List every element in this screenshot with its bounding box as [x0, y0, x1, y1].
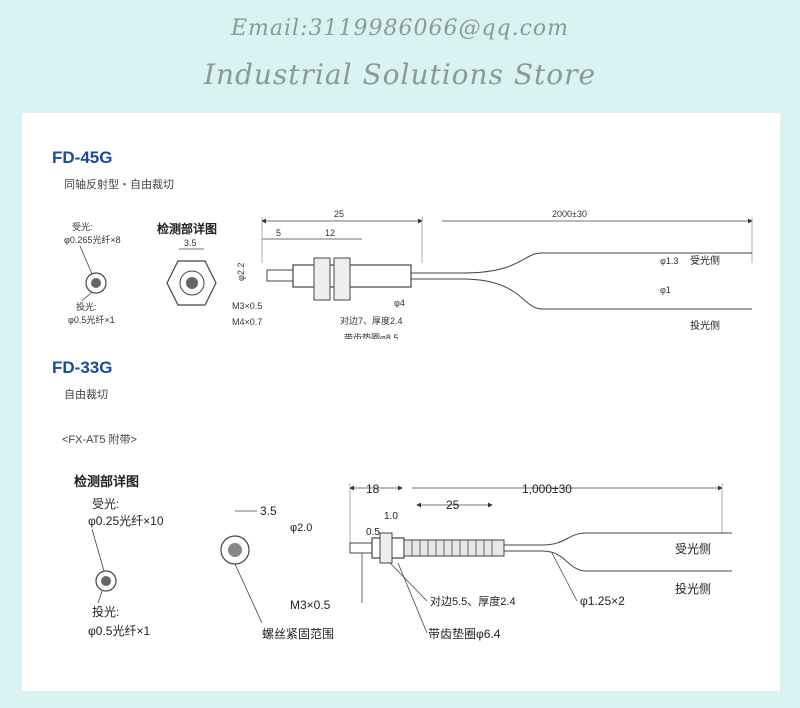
fd45g-dim-5: 5 — [276, 228, 281, 238]
fd45g-dim-phi1: φ1 — [660, 285, 671, 295]
fd33g-dim-phi2: φ2.0 — [290, 522, 312, 534]
fd33g-dim-m3: M3×0.5 — [290, 598, 331, 612]
fd33g-tip — [349, 542, 373, 554]
fd33g-dim-3-5: 3.5 — [260, 504, 277, 518]
fd45g-dim-washer: 带齿垫圈φ8.5 — [344, 332, 398, 343]
fd33g-dim-nut: 对边5.5、厚度2.4 — [430, 594, 516, 608]
fd45g-dim-2000: 2000±30 — [552, 209, 587, 219]
fd45g-dim-25: 25 — [334, 209, 344, 219]
fd45g-dim-nut: 对边7、厚度2.4 — [340, 315, 403, 326]
fd33g-dim-18: 18 — [366, 482, 380, 496]
fd45g-face-inner — [91, 278, 101, 288]
fd45g-nut-1 — [313, 257, 331, 301]
fd33g-recv-side: 受光侧 — [675, 542, 711, 556]
fd45g-dim-m3: M3×0.5 — [232, 301, 262, 311]
fd45g-cable-lower — [461, 278, 752, 310]
fd45g-emit-spec: φ0.5光纤×1 — [68, 314, 115, 325]
fd33g-dim-1000: 1,000±30 — [522, 482, 572, 496]
fd45g-dim-2-2: φ2.2 — [236, 263, 246, 281]
fd33g-title: FD-33G — [52, 358, 112, 377]
fd45g-dim-phi13: φ1.3 — [660, 256, 678, 266]
header-store-name: Industrial Solutions Store — [203, 58, 597, 91]
fd33g-recv-spec: φ0.25光纤×10 — [88, 514, 164, 528]
fd45g-emit-label: 投光: — [76, 301, 97, 312]
fd33g-emit-label: 投光: — [92, 604, 119, 619]
fiber-sensor-diagrams: FD-45G 同轴反射型・自由裁切 受光: φ0.265光纤×8 投光: φ0.… — [22, 148, 780, 641]
fd33g-accessory: <FX-AT5 附带> — [62, 432, 137, 446]
fd45g-tip — [266, 269, 294, 282]
fd33g-dim-1-0: 1.0 — [384, 511, 398, 522]
fd45g-dim-phi4: φ4 — [394, 298, 405, 308]
fd45g-dim-12: 12 — [325, 228, 335, 238]
fd33g-ribbed-sleeve — [403, 539, 505, 557]
fd45g-subtitle: 同轴反射型・自由裁切 — [64, 177, 174, 191]
fd33g-dim-25: 25 — [446, 498, 460, 512]
fd33g-dim-screw-range: 螺丝紧固范围 — [262, 627, 334, 641]
fd45g-title: FD-45G — [52, 148, 112, 167]
fd45g-detail-title: 检测部详图 — [157, 221, 217, 236]
fd45g-body — [292, 264, 412, 288]
fd33g-recv-label: 受光: — [92, 497, 119, 511]
fd33g-detail-title: 检测部详图 — [74, 474, 139, 489]
fd33g-face-outer — [95, 570, 117, 592]
fd33g-emit-spec: φ0.5光纤×1 — [88, 624, 150, 638]
fd45g-section: FD-45G 同轴反射型・自由裁切 受光: φ0.265光纤×8 投光: φ0.… — [52, 148, 753, 343]
fd45g-nut-2 — [333, 257, 351, 301]
fd33g-face-inner — [101, 576, 111, 586]
fd45g-face-outer — [85, 272, 107, 294]
fd45g-hex-nut — [166, 260, 217, 306]
fd45g-dim-m4: M4×0.7 — [232, 317, 262, 327]
fd33g-section: FD-33G 自由裁切 <FX-AT5 附带> 检测部详图 受光: φ0.25光… — [22, 339, 780, 641]
fd33g-nut — [379, 532, 393, 564]
fd33g-dim-phi125: φ1.25×2 — [580, 594, 625, 608]
fd33g-cable-lower — [541, 550, 732, 572]
fd45g-recv-label: 受光: — [72, 221, 93, 232]
header-email: Email:3119986066@qq.com — [230, 16, 570, 41]
diagram-panel: FD-45G 同轴反射型・自由裁切 受光: φ0.265光纤×8 投光: φ0.… — [22, 113, 780, 691]
fd45g-dim-3-5: 3.5 — [184, 238, 197, 248]
fd33g-cable-upper — [541, 532, 732, 546]
fd45g-cable-upper — [461, 252, 752, 274]
fd33g-subtitle: 自由裁切 — [64, 387, 108, 401]
fd33g-emit-side: 投光侧 — [675, 581, 711, 596]
fd45g-recv-spec: φ0.265光纤×8 — [64, 234, 121, 245]
fd33g-dim-washer: 带齿垫圈φ6.4 — [428, 626, 501, 641]
fd45g-recv-side: 受光侧 — [690, 254, 720, 267]
fd33g-dim-0-5: 0.5 — [366, 527, 380, 538]
fd45g-emit-side: 投光侧 — [690, 319, 720, 332]
